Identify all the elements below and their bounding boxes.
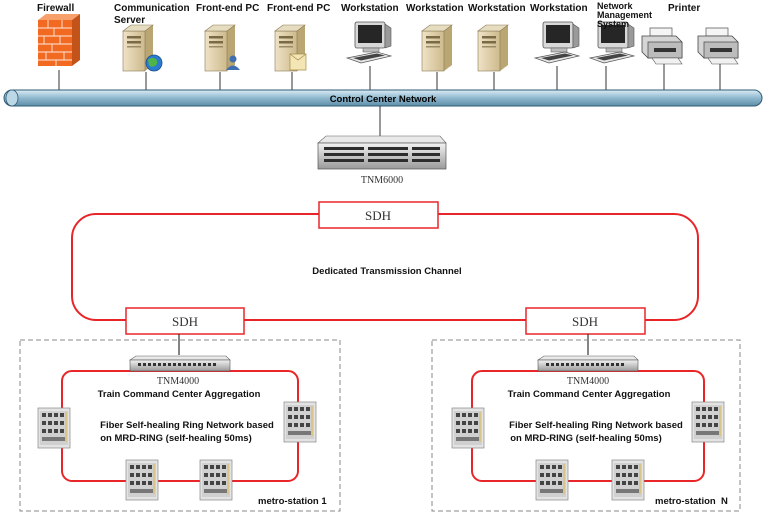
frontend-pc-2-label: Front-end PC xyxy=(267,3,330,14)
station-left-aggregation-label: Train Command Center Aggregation xyxy=(98,389,261,400)
workstation-4-label: Workstation xyxy=(530,3,588,14)
workstation-3-icon xyxy=(477,24,509,72)
station-left-ring-label-2: on MRD-RING (self-healing 50ms) xyxy=(100,433,252,444)
printer-2-icon xyxy=(697,27,739,65)
station-left-tnm4000-icon xyxy=(129,355,231,372)
station-right-field-device-4-icon xyxy=(611,459,645,501)
station-left-switch-label: TNM4000 xyxy=(157,376,199,387)
station-left-name: metro-station 1 xyxy=(258,496,327,507)
sdh-right-label: SDH xyxy=(572,314,598,329)
sdh-top-box xyxy=(318,201,439,229)
nms-label-1: Network xyxy=(597,1,634,11)
sdh-top-label: SDH xyxy=(365,208,391,223)
station-left-field-device-1-icon xyxy=(37,407,71,449)
frontend-pc-1-icon xyxy=(204,24,240,72)
sdh-right-box xyxy=(525,307,646,335)
station-right-field-device-2-icon xyxy=(691,401,725,443)
comm-server-label-1: Communication xyxy=(114,3,190,14)
workstation-4-icon xyxy=(534,21,580,64)
device-drop-lines xyxy=(58,62,721,90)
workstation-2-label: Workstation xyxy=(406,3,464,14)
firewall-icon xyxy=(38,14,80,66)
station-right-switch-label: TNM4000 xyxy=(567,376,609,387)
sdh-left-box xyxy=(125,307,245,335)
nms-label-2: Management xyxy=(597,10,652,20)
station-left-field-device-4-icon xyxy=(199,459,233,501)
workstation-1-label: Workstation xyxy=(341,3,399,14)
station-left-field-device-3-icon xyxy=(125,459,159,501)
station-right-field-device-3-icon xyxy=(535,459,569,501)
control-center-network-bus xyxy=(3,89,763,107)
workstation-2-icon xyxy=(421,24,453,72)
comm-server-label-2: Server xyxy=(114,15,145,26)
station-left-field-device-2-icon xyxy=(283,401,317,443)
frontend-pc-1-label: Front-end PC xyxy=(196,3,259,14)
station-right-aggregation-label: Train Command Center Aggregation xyxy=(508,389,671,400)
channel-label: Dedicated Transmission Channel xyxy=(312,266,461,277)
station-right-ring-label-2: on MRD-RING (self-healing 50ms) xyxy=(510,433,662,444)
station-right xyxy=(431,339,741,512)
firewall-label: Firewall xyxy=(37,3,74,14)
station-left-border xyxy=(19,339,341,512)
workstation-3-label: Workstation xyxy=(468,3,526,14)
station-right-name: metro-station N xyxy=(655,496,728,507)
nms-label-3: System xyxy=(597,19,629,29)
station-right-border xyxy=(431,339,741,512)
frontend-pc-2-icon xyxy=(274,24,307,72)
tnm6000-switch-icon xyxy=(317,135,447,170)
communication-server-icon xyxy=(122,24,163,72)
printer-1-icon xyxy=(641,27,683,65)
station-right-tnm4000-icon xyxy=(537,355,639,372)
tnm6000-label: TNM6000 xyxy=(361,175,403,186)
bus-label: Control Center Network xyxy=(330,94,437,105)
printer-label: Printer xyxy=(668,3,700,14)
station-right-field-device-1-icon xyxy=(451,407,485,449)
station-right-ring-label-1: Fiber Self-healing Ring Network based xyxy=(509,420,683,431)
station-left-ring-label-1: Fiber Self-healing Ring Network based xyxy=(100,420,274,431)
sdh-left-label: SDH xyxy=(172,314,198,329)
station-left xyxy=(19,339,341,512)
workstation-1-icon xyxy=(346,21,392,64)
